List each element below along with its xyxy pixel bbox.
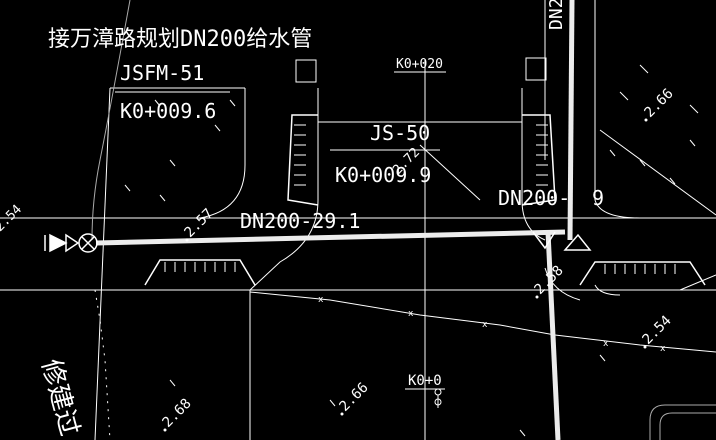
svg-text:x: x <box>408 309 414 319</box>
drawing-title: 接万漳路规划DN200给水管 <box>48 27 312 52</box>
label-k0-0096: K0+009.6 <box>120 99 216 123</box>
label-k0-020: K0+020 <box>396 57 443 72</box>
curb-blocks <box>144 114 706 286</box>
label-k0-lower: K0+0 <box>408 373 442 389</box>
label-js50: JS-50 <box>370 121 430 145</box>
svg-text:x: x <box>660 344 666 354</box>
stake-mark <box>434 388 442 408</box>
label-k0-0099: K0+009.9 <box>335 163 431 187</box>
road-corner-feature <box>649 404 716 440</box>
manhole-squares <box>295 57 547 83</box>
label-top-right: DN2 <box>546 0 567 30</box>
grade-line <box>94 289 716 440</box>
label-dn200-right: DN200- <box>498 186 570 210</box>
water-pipes <box>95 0 575 440</box>
x-marks: x x x x x <box>318 295 666 354</box>
valve-icon <box>44 233 98 253</box>
triangle-marker-icon <box>532 231 592 251</box>
grass-ticks <box>124 64 699 437</box>
label-dn200-right-suffix: 9 <box>592 186 604 210</box>
curb-hatch <box>164 124 676 274</box>
label-dn200-main: DN200-29.1 <box>240 209 360 233</box>
svg-text:x: x <box>482 320 488 330</box>
svg-text:x: x <box>318 295 324 305</box>
label-jsfm: JSFM-51 <box>120 61 204 85</box>
svg-text:x: x <box>603 339 609 349</box>
elevation-dots <box>163 118 648 432</box>
